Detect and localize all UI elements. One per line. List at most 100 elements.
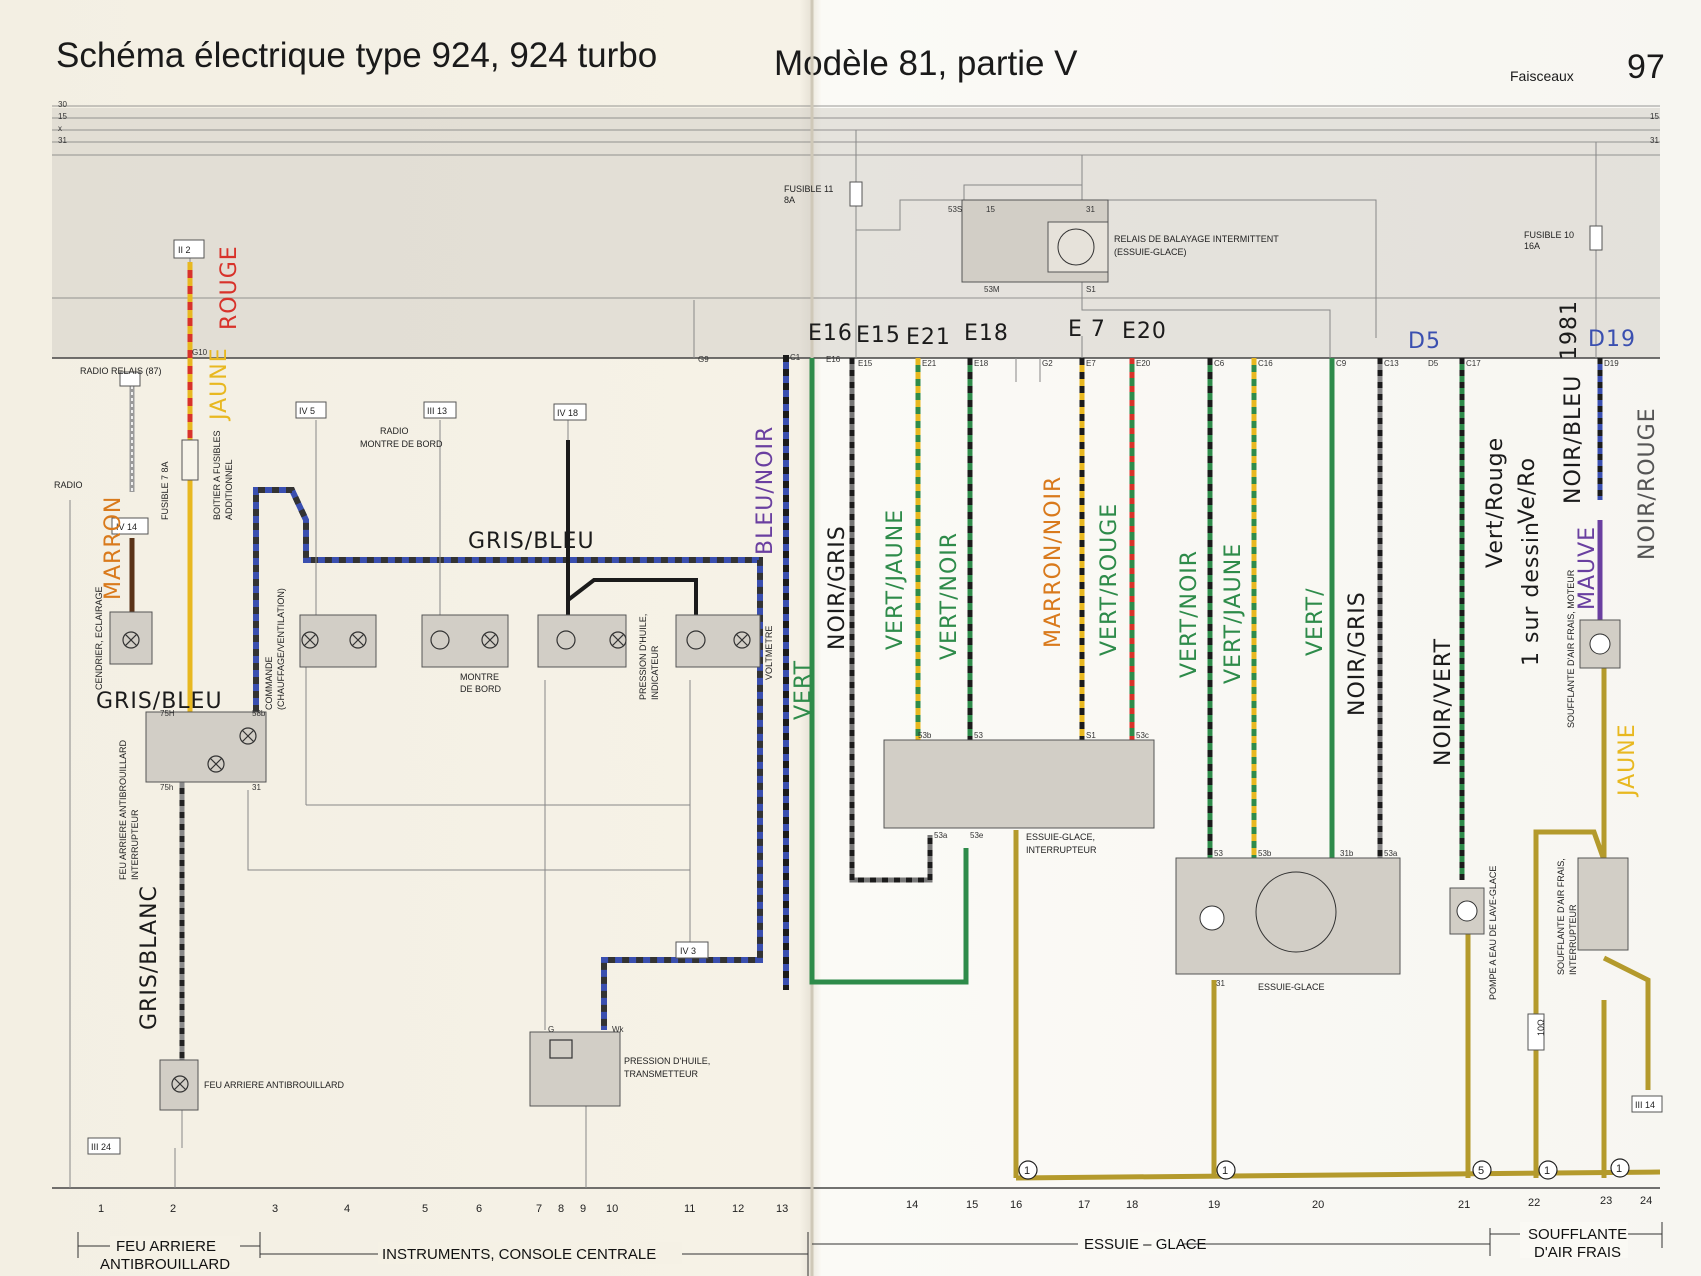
commande-label: COMMANDE (264, 657, 274, 711)
hw-connector: D5 (1408, 329, 1441, 354)
ground-mark: 1 (1544, 1165, 1550, 1177)
column-number: 11 (684, 1203, 695, 1215)
hw-wire-label: NOIR/VERT (1431, 638, 1456, 766)
hw-wire-label: VERT/NOIR (1177, 550, 1202, 678)
cendrier-label: CENDRIER, ECLAIRAGE (94, 586, 104, 690)
footer-section-label: ANTIBROUILLARD (100, 1256, 230, 1273)
soufflante-inter-label: SOUFFLANTE D'AIR FRAIS, (1556, 858, 1566, 975)
hw-wire-label: MARRON/NOIR (1041, 476, 1066, 648)
hw-connector: E15 (856, 323, 901, 348)
printed-labels: FUSIBLE 11 8A FUSIBLE 10 16A RELAIS DE B… (54, 184, 1578, 1090)
voltmetre-housing (675, 614, 761, 668)
ground-marks (1018, 1158, 1630, 1180)
terminal-code: 31 (252, 783, 261, 792)
montre-label-top: MONTRE DE BORD (360, 439, 443, 449)
hw-connector: D19 (1588, 327, 1636, 352)
resistor-label: 10Ω (1536, 1019, 1546, 1036)
fuse-7 (181, 439, 199, 481)
pression-trans-label: PRESSION D'HUILE, (624, 1056, 710, 1066)
column-number: 23 (1600, 1195, 1612, 1207)
connector-code: E18 (974, 359, 989, 368)
feu-label: FEU ARRIERE ANTIBROUILLARD (204, 1080, 345, 1090)
left-components (87, 239, 761, 1155)
right-wiring (809, 130, 1661, 1181)
pompe-label: POMPE A EAU DE LAVE-GLACE (1488, 866, 1498, 1000)
box-ii2 (173, 239, 205, 259)
pression-ind-label-2: INDICATEUR (650, 645, 660, 700)
terminal-code: 53 (1214, 849, 1223, 858)
terminal-code: 53a (934, 831, 948, 840)
connector-code: D19 (1604, 359, 1619, 368)
column-number: 10 (606, 1203, 618, 1215)
terminal-code: 53M (984, 285, 1000, 294)
terminal-code: 31 (1216, 979, 1225, 988)
connector-codes: G10 G9 C1 E16 E15 E21 E18 G2 E7 E20 C6 C… (192, 348, 1619, 368)
hw-wire-label: GRIS/BLEU (96, 689, 223, 714)
footer-mask (1520, 1222, 1628, 1258)
box-iii24 (87, 1137, 121, 1155)
connector-code: G10 (192, 348, 208, 357)
hw-wire-label: BLEU/NOIR (753, 426, 778, 555)
box-iv5 (295, 401, 327, 419)
soufflante-inter-housing (1577, 857, 1629, 951)
column-number: 16 (1010, 1199, 1022, 1211)
column-number: 18 (1126, 1199, 1138, 1211)
terminal-code: 31 (1086, 205, 1095, 214)
feu-inter-label-2: INTERRUPTEUR (130, 809, 140, 880)
hw-wire-label: Ve/Ro (1515, 457, 1540, 524)
boitier-label: BOITIER A FUSIBLES (212, 430, 222, 520)
essuie-inter-housing (883, 739, 1155, 829)
connector-code: C17 (1466, 359, 1481, 368)
column-number: 24 (1640, 1195, 1652, 1207)
terminal-code: Wk (612, 1025, 625, 1034)
terminal-code: G (548, 1025, 554, 1034)
lamp-symbols (122, 630, 751, 1093)
terminal-codes: 53S 15 31 53M S1 53b 53 S1 53c 53a 53e 5… (160, 205, 1398, 1034)
connector-code: C6 (1214, 359, 1225, 368)
column-number: 9 (580, 1203, 586, 1215)
handwritten-annotations: E16 E15 E21 E18 E 7 E20 D5 D19 1981 ROUG… (96, 245, 1660, 1030)
column-number: 3 (272, 1203, 278, 1215)
connector-code: G9 (698, 355, 709, 364)
footer-section-label: ESSUIE – GLACE (1084, 1236, 1207, 1253)
hw-wire-label: VERT/NOIR (937, 532, 962, 660)
footer-mask (110, 1236, 240, 1272)
hw-connector: E18 (964, 321, 1009, 346)
fuse-10-label: FUSIBLE 10 (1524, 230, 1574, 240)
montre-housing (421, 614, 509, 668)
hw-wire-label: VERT/ROUGE (1097, 503, 1122, 656)
box-iv3 (675, 941, 709, 959)
hw-connector: E20 (1122, 319, 1167, 344)
commande-label-2: (CHAUFFAGE/VENTILATION) (276, 588, 286, 710)
reference-boxes: II 2 IV 5 III 13 IV 18 IV 14 III 24 IV 3… (91, 245, 1655, 1152)
fuse-11 (849, 181, 863, 207)
ground-labels: 1 1 5 1 1 (1024, 1163, 1622, 1177)
connector-code: E21 (922, 359, 937, 368)
column-number: 17 (1078, 1199, 1090, 1211)
terminal-code: 31b (1340, 849, 1354, 858)
feu-inter-label: FEU ARRIERE ANTIBROUILLARD (118, 739, 128, 880)
column-number: 1 (98, 1203, 104, 1215)
voltmetre-label: VOLTMETRE (764, 626, 774, 680)
radio-relais-label: RADIO RELAIS (87) (80, 366, 162, 376)
terminal-code: 53e (970, 831, 984, 840)
ground-mark: 1 (1616, 1163, 1622, 1175)
terminal-code: 53c (1136, 731, 1149, 740)
commande-lamps-housing (299, 614, 377, 668)
box-label: IV 14 (116, 522, 137, 532)
hw-wire-label: GRIS/BLEU (468, 529, 595, 554)
left-wiring (69, 240, 789, 1188)
box-label: IV 5 (299, 406, 315, 416)
bus-label: x (58, 124, 62, 133)
connector-code: E16 (826, 355, 841, 364)
connector-code: E15 (858, 359, 873, 368)
fuse-11-label: FUSIBLE 11 (784, 184, 833, 194)
hw-wire-label: MAUVE (1575, 526, 1600, 610)
hw-wire-label: NOIR/GRIS (825, 525, 850, 650)
footer-section-label: INSTRUMENTS, CONSOLE CENTRALE (382, 1246, 656, 1263)
hw-connector: 1981 (1557, 300, 1582, 360)
fuse-11-rating: 8A (784, 195, 795, 205)
box-label: IV 18 (557, 408, 578, 418)
